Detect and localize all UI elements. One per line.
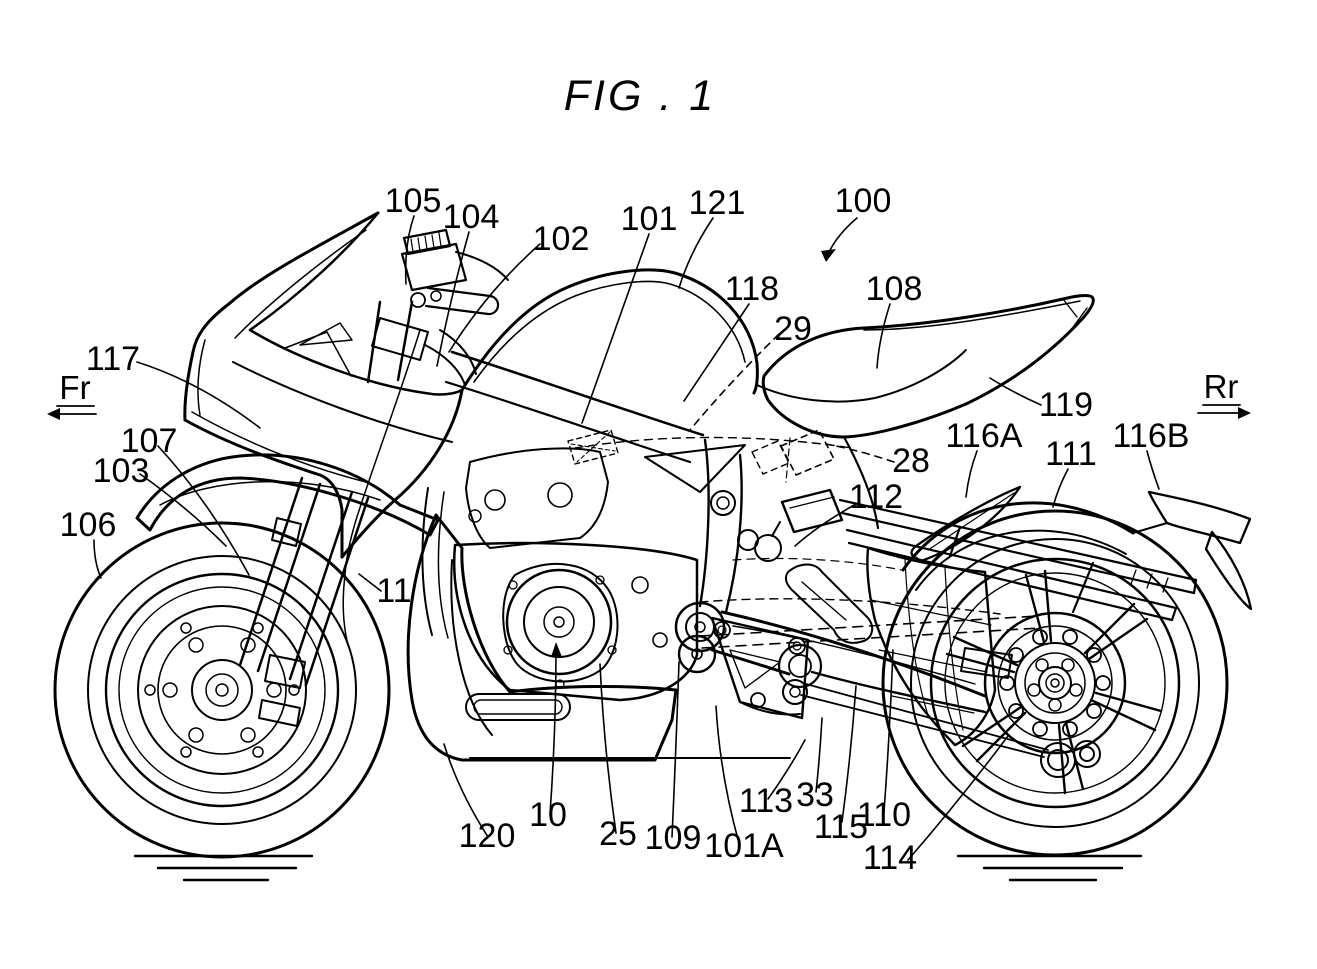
rear-sprocket xyxy=(983,611,1127,755)
front-direction-label: Fr xyxy=(59,369,90,406)
ref-label-10: 10 xyxy=(529,796,567,834)
ref-label-113: 113 xyxy=(739,782,793,820)
ref-label-116B: 116B xyxy=(1113,417,1190,455)
ref-label-110: 110 xyxy=(857,796,911,834)
engine xyxy=(421,447,717,702)
belly-pan xyxy=(406,513,791,762)
front-brake-disc xyxy=(137,605,307,775)
ref-label-120: 120 xyxy=(459,817,516,855)
aero-spike-116A xyxy=(910,485,1022,563)
ref-label-25: 25 xyxy=(599,815,637,853)
ref-label-11: 11 xyxy=(376,572,411,610)
ref-label-29: 29 xyxy=(774,310,812,348)
tail-cowl xyxy=(756,294,1095,530)
handlebar-assembly xyxy=(400,228,509,316)
rear-master-cylinder xyxy=(754,488,844,562)
ref-label-111: 111 xyxy=(1045,435,1097,473)
ref-label-106: 106 xyxy=(60,506,117,544)
ref-label-102: 102 xyxy=(533,220,590,258)
swingarm xyxy=(674,601,987,714)
ref-label-117: 117 xyxy=(86,340,140,378)
rear-brake-parts xyxy=(960,647,1101,778)
direction-front: Fr xyxy=(47,369,97,420)
hidden-lines xyxy=(567,429,1001,615)
ref-label-116A: 116A xyxy=(946,417,1023,455)
ref-label-104: 104 xyxy=(443,198,500,236)
aero-spike-116B xyxy=(1147,490,1253,611)
leader-lines xyxy=(93,215,1160,861)
ref-label-101A: 101A xyxy=(704,827,784,865)
ref-label-28: 28 xyxy=(892,442,930,480)
rear-arrow-icon xyxy=(1238,407,1251,419)
rear-direction-label: Rr xyxy=(1204,368,1239,405)
front-fender xyxy=(135,453,440,537)
drive-chain xyxy=(699,615,1049,758)
shock-linkage xyxy=(784,563,874,644)
ref-label-107: 107 xyxy=(121,422,178,460)
fuel-tank-cover xyxy=(460,268,759,395)
front-wheel xyxy=(53,521,391,859)
ref-label-119: 119 xyxy=(1039,386,1093,424)
ref-label-101: 101 xyxy=(621,200,678,238)
ref-label-103: 103 xyxy=(93,452,150,490)
ref-label-108: 108 xyxy=(866,270,923,308)
direction-rear: Rr xyxy=(1197,368,1251,419)
frame xyxy=(424,329,759,614)
footpeg-bracket xyxy=(710,616,810,720)
ref-label-114: 114 xyxy=(863,839,917,877)
ref-label-112: 112 xyxy=(849,478,903,516)
ref-label-105: 105 xyxy=(385,182,442,220)
ref-label-100: 100 xyxy=(835,182,892,220)
figure-title: FIG . 1 xyxy=(564,72,716,120)
subframe-tubes xyxy=(838,498,1198,622)
ref-label-109: 109 xyxy=(645,819,702,857)
front-arrow-icon xyxy=(47,408,60,420)
ref-label-118: 118 xyxy=(725,270,779,308)
ref-label-33: 33 xyxy=(796,776,834,814)
front-fairing xyxy=(183,211,464,559)
ref-label-121: 121 xyxy=(689,184,746,222)
ground-lines xyxy=(133,854,1143,882)
reference-labels: 105 104 102 101 121 100 118 29 108 117 1… xyxy=(60,182,1190,877)
ref-label-115: 115 xyxy=(814,808,868,846)
